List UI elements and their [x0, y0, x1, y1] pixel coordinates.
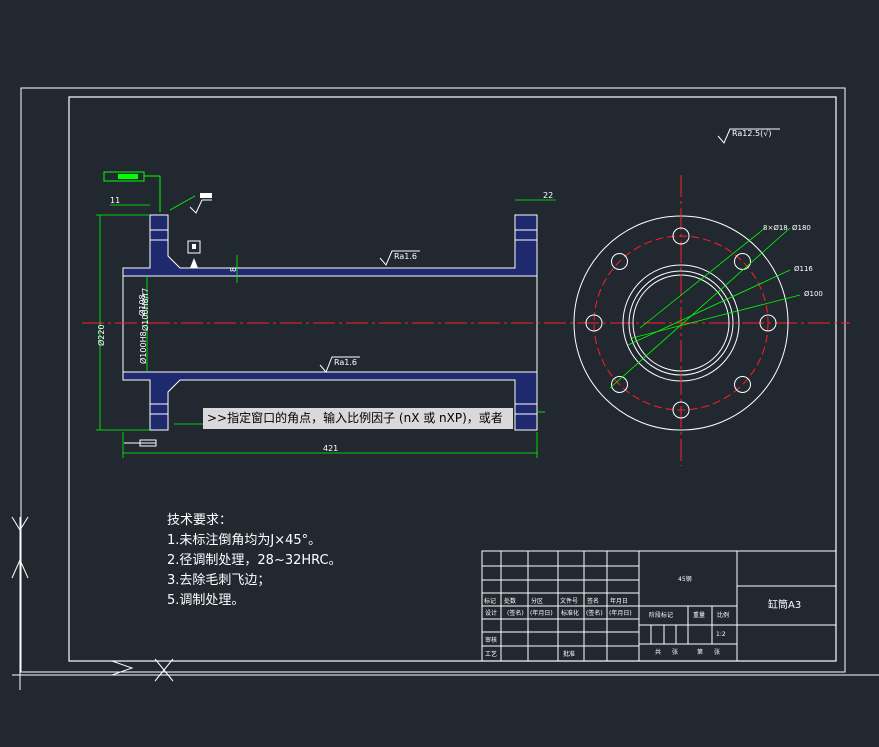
- ra-general: Ra12.5(√): [732, 129, 771, 138]
- ra-bottom: Ra1.6: [334, 358, 357, 367]
- tb-header-2: 分区: [531, 597, 543, 605]
- tb-sign1: (签名): [507, 609, 524, 617]
- tb-sheet-label: 张: [672, 648, 678, 656]
- tb-process: 工艺: [485, 650, 497, 658]
- tb-material: 45钢: [678, 575, 692, 583]
- bolt-hole: [611, 376, 628, 393]
- tb-header-5: 年月日: [610, 597, 628, 605]
- tb-date2: (年月日): [609, 609, 632, 617]
- dim-inner-1: Ø116: [794, 265, 813, 273]
- tb-review: 审核: [485, 636, 497, 644]
- tb-scale-value: 1:2: [716, 631, 726, 638]
- end-view: [573, 175, 789, 466]
- tb-weight: 重量: [693, 611, 705, 619]
- tech-heading: 技术要求：: [167, 513, 233, 528]
- dim-hole-label: 8×Ø18: [763, 224, 788, 232]
- tb-sheet-no: 第: [697, 648, 703, 656]
- tech-item-2: 2.径调制处理，28~32HRC。: [167, 553, 342, 568]
- tb-scale-label: 比例: [717, 611, 729, 619]
- tech-item-3: 3.去除毛刺飞边；: [167, 573, 271, 588]
- dim-bore-label: Ø108: [137, 294, 147, 316]
- bolt-hole: [672, 227, 690, 245]
- tb-date1: (年月日): [530, 609, 553, 617]
- tb-header-3: 文件号: [560, 597, 578, 605]
- dim-overall-length: 421: [323, 444, 338, 453]
- bolt-hole: [759, 314, 777, 332]
- dim-inner-2: Ø100: [804, 290, 823, 298]
- technical-requirements: 技术要求： 1.未标注倒角均为J×45°。 2.径调制处理，28~32HRC。 …: [167, 511, 342, 611]
- dim-wall: 8: [229, 267, 238, 272]
- end-view-leaders: [609, 227, 801, 389]
- tolerance-frame: [103, 171, 161, 212]
- bolt-hole: [585, 314, 603, 332]
- bolt-hole: [734, 253, 751, 270]
- tb-sheet-total: 共: [655, 648, 661, 656]
- tb-header-0: 标记: [484, 597, 496, 605]
- tech-item-1: 1.未标注倒角均为J×45°。: [167, 533, 322, 548]
- ra-top: Ra1.6: [394, 252, 417, 261]
- tb-sign2: (签名): [586, 609, 603, 617]
- surface-finish-marks: [189, 128, 780, 373]
- tech-item-4: 5.调制处理。: [167, 593, 245, 608]
- tb-standard: 标准化: [561, 609, 579, 617]
- dim-bore-fit: Ø100H8/f7: [140, 288, 150, 331]
- datum-marker: [187, 240, 201, 268]
- dimension-lines: [96, 195, 556, 458]
- title-block: [481, 550, 837, 662]
- tb-design: 设计: [485, 609, 497, 617]
- bolt-hole: [672, 401, 690, 419]
- tb-header-4: 签名: [587, 597, 599, 605]
- dim-outer-diameter: Ø220: [96, 324, 106, 346]
- bolt-hole: [611, 253, 628, 270]
- tb-stage: 阶段标记: [649, 611, 673, 619]
- scale-marker: [124, 439, 157, 447]
- outer-frame: [20, 87, 846, 673]
- tb-sheet-label2: 张: [714, 648, 720, 656]
- ucs-icon: [11, 516, 879, 690]
- tb-header-1: 处数: [504, 597, 516, 605]
- bolt-hole: [734, 376, 751, 393]
- bolt-holes: [585, 227, 777, 419]
- dim-flange-thickness: 22: [543, 191, 553, 200]
- dim-bore: Ø100H8: [138, 331, 148, 364]
- dim-pcd: Ø180: [792, 224, 811, 232]
- command-line-tooltip: >>指定窗口的角点，输入比例因子 (nX 或 nXP)，或者: [203, 408, 513, 429]
- tb-part-name: 缸筒A3: [768, 598, 801, 611]
- section-view: [82, 214, 850, 431]
- inner-frame: [68, 96, 837, 662]
- dim-left-flange: 11: [110, 196, 120, 205]
- tb-approve: 批准: [563, 650, 575, 658]
